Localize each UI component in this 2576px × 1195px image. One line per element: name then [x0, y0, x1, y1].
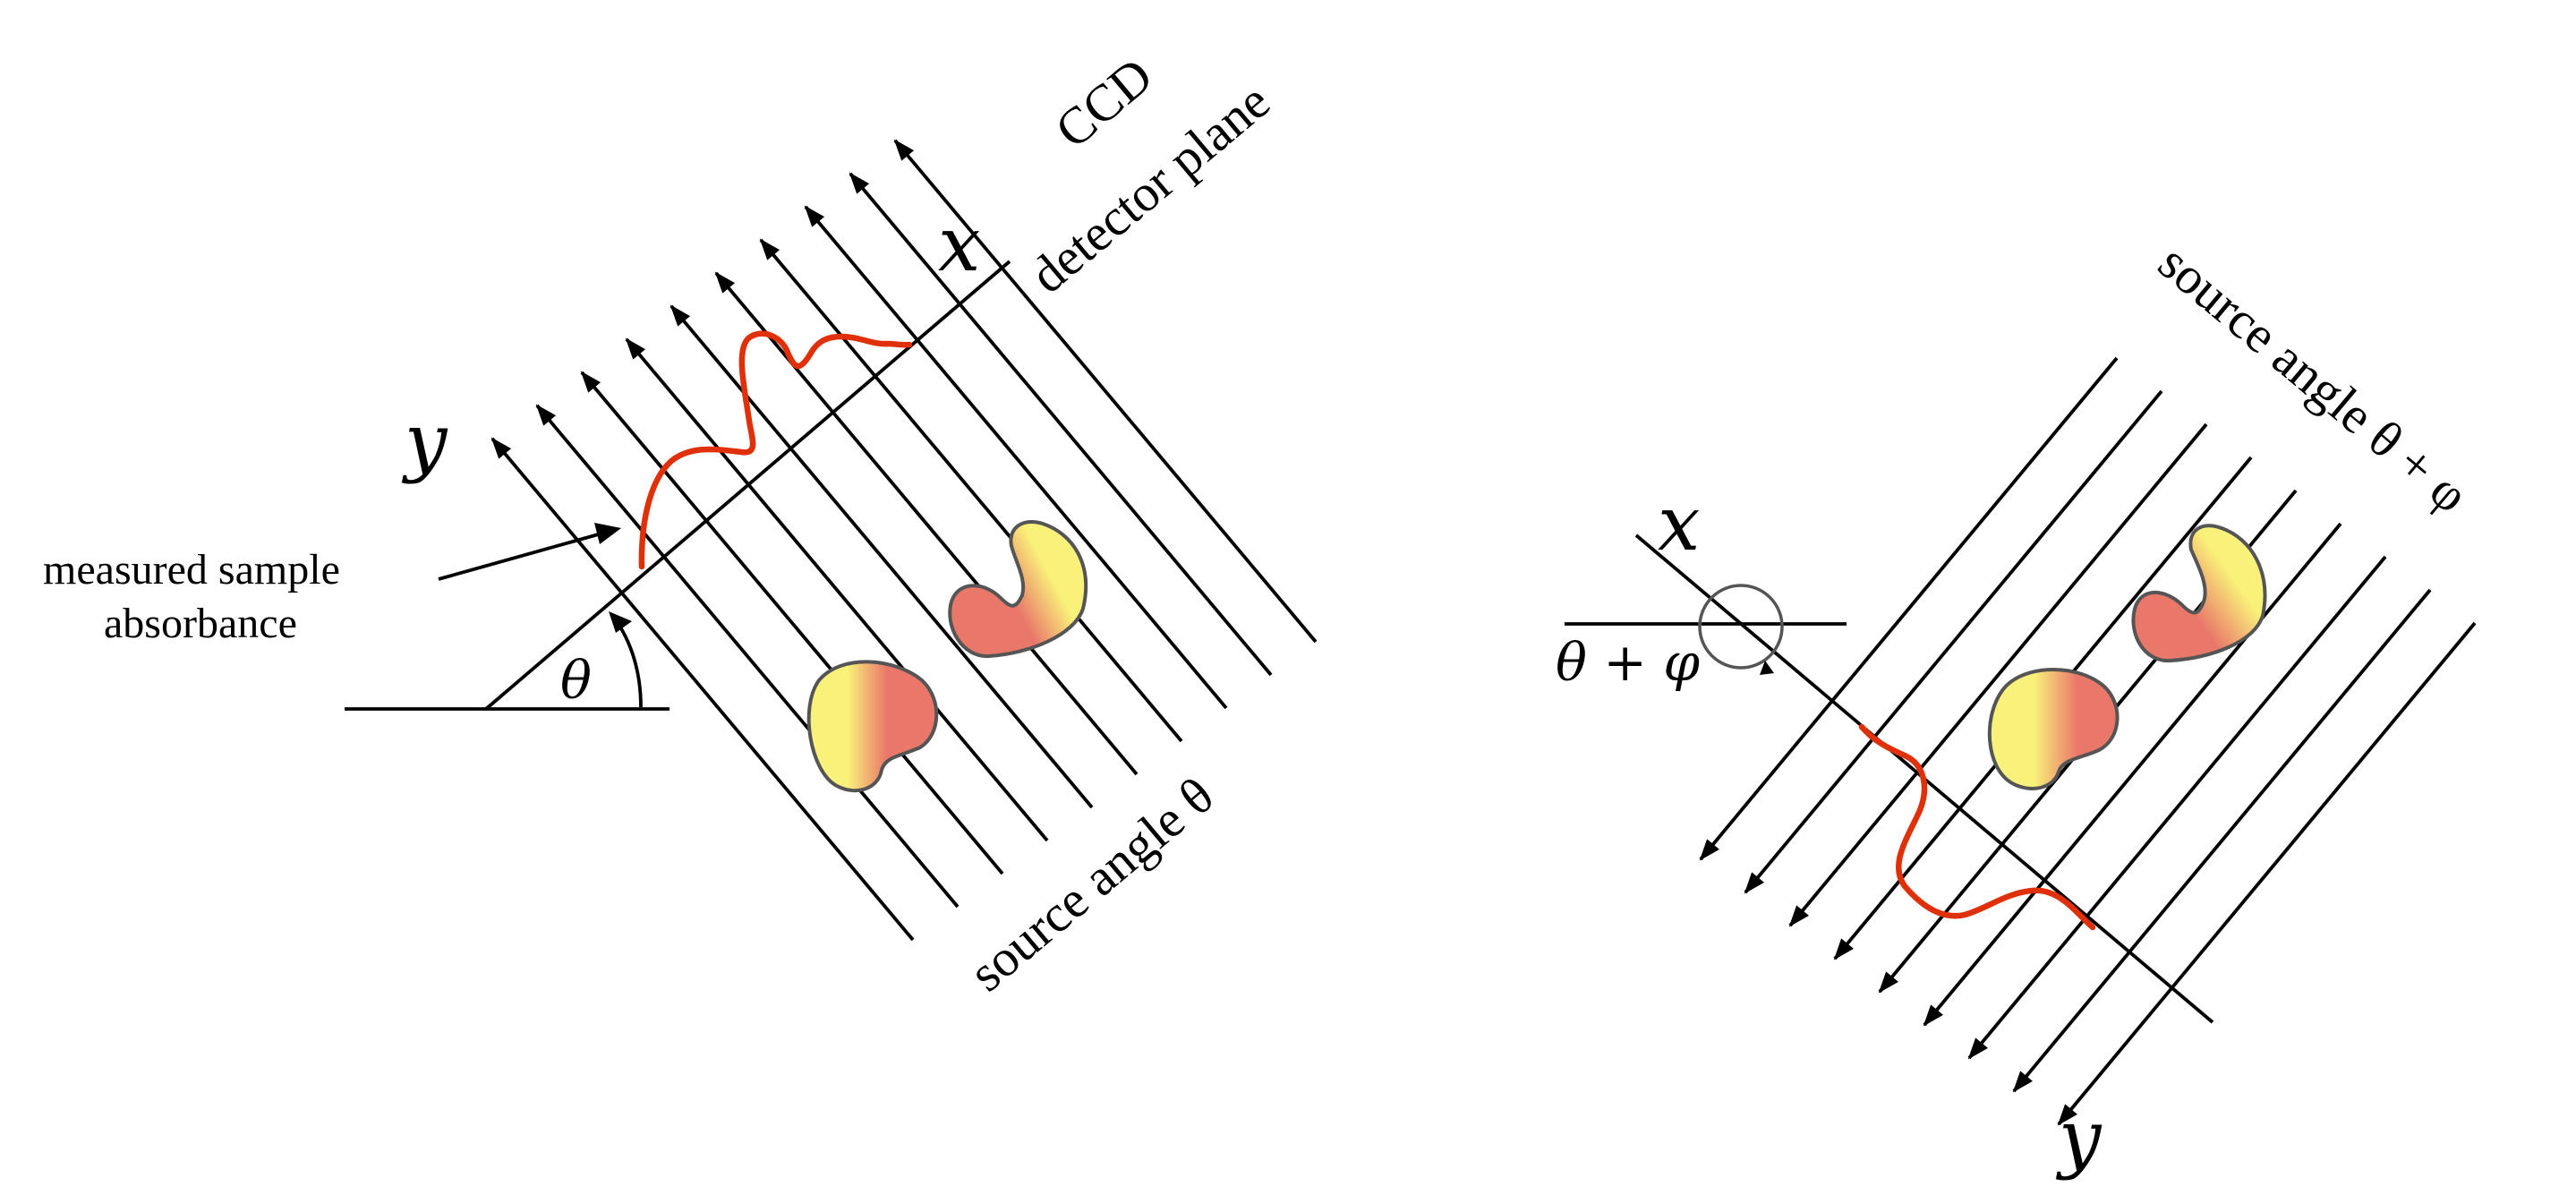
left-panel: CCD detector plane source angle θ measur… [43, 47, 1318, 1003]
left-ray-arrowhead [759, 238, 780, 260]
right-ray [2012, 588, 2432, 1093]
left-ray [804, 205, 1228, 710]
left-ray [580, 371, 1004, 875]
right-ray [1967, 555, 2387, 1060]
right-ray [1788, 423, 2208, 927]
left-ray-arrowhead [670, 304, 691, 327]
right-angle-circle [1698, 584, 1784, 670]
right-ray-arrowhead [1699, 839, 1719, 861]
left-ray-arrowhead [535, 404, 557, 426]
right-axis-y-label: y [2055, 1094, 2103, 1182]
left-axis-x-label: x [938, 201, 980, 288]
right-source-angle-label: source angle θ + φ [2148, 233, 2479, 525]
absorbance-pointer-arrowhead [594, 523, 621, 544]
right-ray-arrowhead [1878, 971, 1898, 994]
right-ray-arrowhead [1923, 1004, 1943, 1027]
right-ray-arrowhead [1967, 1037, 1988, 1060]
left-detector-plane-line [484, 260, 1011, 711]
right-ray-arrowhead [2057, 1104, 2077, 1126]
detector-label-ccd: CCD [1045, 47, 1164, 159]
left-ray [670, 304, 1094, 809]
left-ray-arrowhead [714, 271, 736, 294]
right-sample-blob-hook [2131, 524, 2267, 663]
right-ray-group [1699, 356, 2477, 1126]
right-ray-arrowhead [1833, 938, 1854, 960]
left-angle-arc-arrowhead [609, 611, 632, 633]
left-ray-arrowhead [849, 172, 870, 194]
absorbance-label-line1: measured sample [43, 546, 340, 593]
left-ray [535, 404, 960, 909]
left-ray [849, 172, 1273, 677]
left-ray [625, 337, 1049, 842]
right-panel: source angle θ + φ x y θ + φ [1556, 233, 2479, 1182]
right-absorbance-profile-curve [1858, 723, 2096, 931]
left-axis-y-label: y [401, 397, 448, 485]
right-ray-arrowhead [1788, 905, 1809, 927]
left-absorbance-profile-curve [638, 330, 913, 570]
right-axis-x-label: x [1658, 480, 1700, 568]
left-ray-group [490, 139, 1318, 942]
right-ray-arrowhead [2012, 1071, 2033, 1093]
absorbance-pointer-arrow [438, 532, 602, 581]
left-sample-blob-hook [948, 520, 1088, 659]
left-ray-arrowhead [490, 437, 512, 459]
left-ray-arrowhead [580, 371, 601, 393]
left-ray-arrowhead [804, 205, 825, 227]
right-ray [1699, 356, 2119, 861]
left-ray [490, 437, 915, 942]
right-sample-blob-large [1987, 668, 2120, 790]
left-sample-blob-large [806, 660, 939, 793]
left-ray [893, 139, 1318, 644]
right-ray-arrowhead [1744, 872, 1764, 894]
right-ray [2057, 621, 2477, 1126]
right-angle-label: θ + φ [1556, 632, 1700, 693]
absorbance-label-line2: absorbance [104, 600, 297, 647]
left-ray-arrowhead [893, 139, 915, 161]
right-ray [1923, 522, 2342, 1027]
left-ray [759, 238, 1183, 743]
left-ray [714, 271, 1139, 776]
right-ray [1744, 389, 2163, 894]
right-angle-circle-arrowhead [1760, 661, 1774, 675]
left-source-angle-label: source angle θ [959, 766, 1224, 1003]
left-angle-theta-label: θ [560, 650, 592, 711]
left-ray-arrowhead [625, 337, 646, 360]
